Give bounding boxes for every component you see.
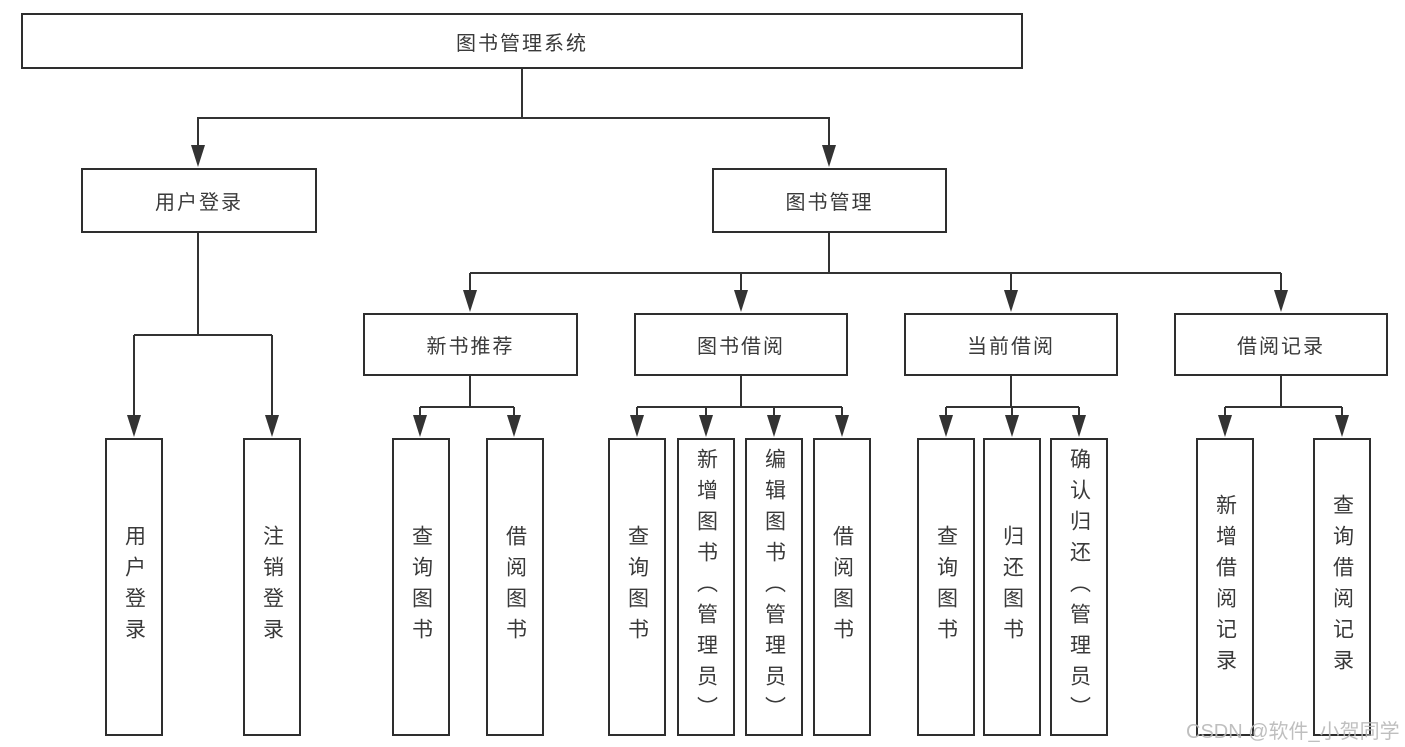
leaf-add-book-admin: 新增图书（管理员） <box>677 438 735 736</box>
arrow-down-icon <box>1218 415 1232 437</box>
node-user-login: 用户登录 <box>81 168 317 233</box>
leaf-user-login: 用户登录 <box>105 438 163 736</box>
node-book-management: 图书管理 <box>712 168 947 233</box>
leaf-recommend-query-book: 查询图书 <box>392 438 450 736</box>
arrow-down-icon <box>507 415 521 437</box>
arrow-down-icon <box>767 415 781 437</box>
leaf-add-borrow-record: 新增借阅记录 <box>1196 438 1254 736</box>
arrow-down-icon <box>1004 290 1018 312</box>
arrow-down-icon <box>822 145 836 167</box>
leaf-edit-book-admin: 编辑图书（管理员） <box>745 438 803 736</box>
leaf-current-query-book: 查询图书 <box>917 438 975 736</box>
leaf-return-book: 归还图书 <box>983 438 1041 736</box>
node-book-borrow: 图书借阅 <box>634 313 848 376</box>
leaf-query-borrow-record: 查询借阅记录 <box>1313 438 1371 736</box>
arrow-down-icon <box>1005 415 1019 437</box>
arrow-down-icon <box>699 415 713 437</box>
arrow-down-icon <box>413 415 427 437</box>
leaf-recommend-borrow-book: 借阅图书 <box>486 438 544 736</box>
leaf-borrow-query-book: 查询图书 <box>608 438 666 736</box>
leaf-logout: 注销登录 <box>243 438 301 736</box>
leaf-confirm-return-admin: 确认归还（管理员） <box>1050 438 1108 736</box>
node-borrow-records: 借阅记录 <box>1174 313 1388 376</box>
arrow-down-icon <box>835 415 849 437</box>
node-current-borrow: 当前借阅 <box>904 313 1118 376</box>
arrow-down-icon <box>1335 415 1349 437</box>
arrow-down-icon <box>1072 415 1086 437</box>
node-library-system: 图书管理系统 <box>21 13 1023 69</box>
arrow-down-icon <box>265 415 279 437</box>
leaf-borrow-book: 借阅图书 <box>813 438 871 736</box>
csdn-watermark: CSDN @软件_小贺同学 <box>1186 721 1400 743</box>
arrow-down-icon <box>734 290 748 312</box>
arrow-down-icon <box>127 415 141 437</box>
node-new-book-recommend: 新书推荐 <box>363 313 578 376</box>
arrow-down-icon <box>191 145 205 167</box>
arrow-down-icon <box>630 415 644 437</box>
arrow-down-icon <box>939 415 953 437</box>
arrow-down-icon <box>1274 290 1288 312</box>
arrow-down-icon <box>463 290 477 312</box>
